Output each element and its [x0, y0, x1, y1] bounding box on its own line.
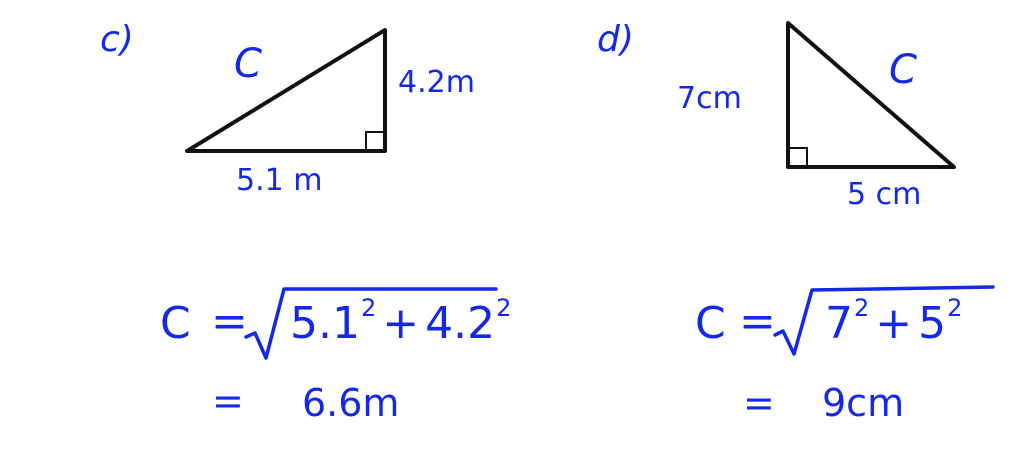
problem-d: d) C 7cm 5 cm C = 72+52 = 9cm [507, 0, 1014, 460]
exponent-a-c: 2 [360, 294, 377, 322]
vertical-side-label-c: 4.2m [398, 65, 475, 100]
radical-sign-d [773, 285, 995, 356]
triangle-d [786, 21, 956, 169]
radicand-term-a-d: 7 [825, 298, 853, 349]
right-angle-marker-d [788, 147, 808, 167]
problem-c: c) C 4.2m 5.1 m C = 5.12+4.22 = 6.6m [0, 0, 511, 460]
radicand-term-a-c: 5.1 [290, 298, 360, 349]
result-equals-c: = [212, 379, 244, 423]
problem-label-d: d) [597, 19, 634, 60]
result-value-d: 9cm [822, 381, 905, 425]
vertical-side-label-d: 7cm [677, 81, 742, 116]
radicand-term-b-c: 4.2 [425, 298, 496, 349]
equation-equals-c: = [211, 296, 248, 347]
equation-equals-d: = [739, 296, 776, 347]
radicand-c: 5.12+4.22 [290, 296, 511, 346]
triangle-c [185, 28, 387, 153]
hypotenuse-label-d: C [889, 47, 917, 93]
exponent-a-d: 2 [854, 294, 870, 322]
triangle-d-figure [773, 21, 995, 356]
result-value-c: 6.6m [302, 381, 400, 425]
radicand-d: 72+52 [825, 296, 962, 346]
radicand-term-b-d: 5 [918, 298, 947, 349]
right-angle-marker-c [365, 131, 385, 151]
equation-lhs-c: C [160, 298, 191, 349]
result-equals-d: = [743, 381, 775, 425]
plus-sign-d: + [875, 298, 913, 349]
hypotenuse-label-c: C [234, 41, 262, 87]
exponent-b-d: 2 [947, 294, 963, 322]
exponent-b-c: 2 [496, 294, 512, 322]
problem-label-c: c) [100, 19, 134, 60]
triangle-c-figure [185, 28, 498, 360]
plus-sign-c: + [382, 298, 420, 349]
horizontal-side-label-d: 5 cm [847, 177, 922, 212]
horizontal-side-label-c: 5.1 m [236, 163, 323, 198]
equation-lhs-d: C [695, 298, 726, 349]
radical-sign-c [244, 287, 498, 360]
